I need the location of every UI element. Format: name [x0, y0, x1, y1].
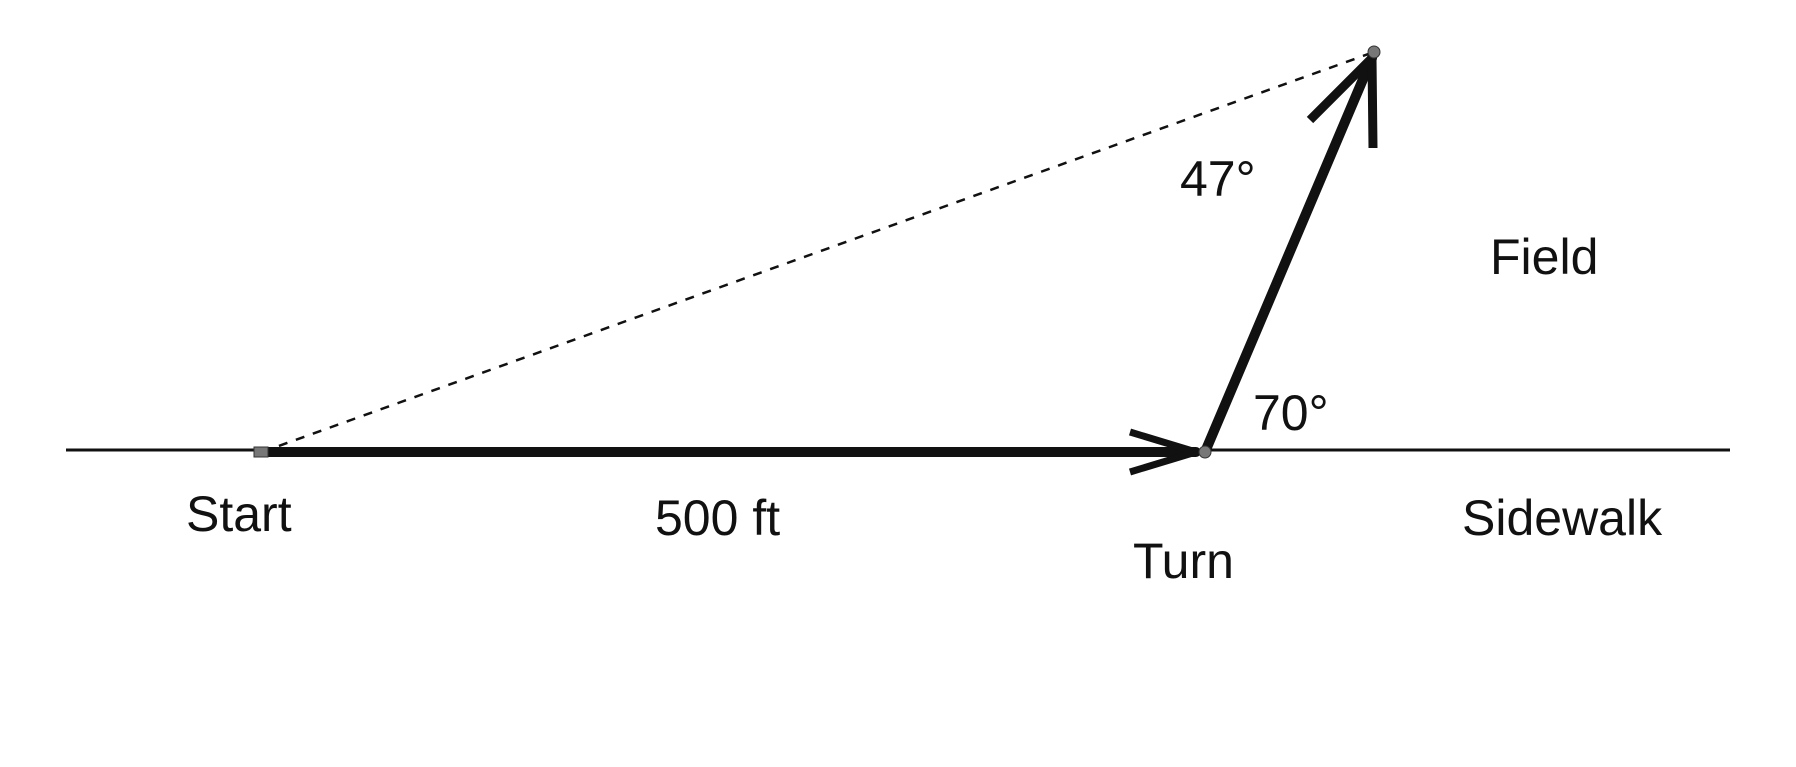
turn-angle-label: 70°: [1253, 385, 1329, 441]
field-label: Field: [1490, 229, 1598, 285]
field-path-arrow: [1200, 53, 1377, 457]
start-label: Start: [186, 486, 292, 542]
sidewalk-arrowhead: [1128, 428, 1209, 476]
turn-point: [1198, 445, 1212, 459]
direct-path-dashed-line: [261, 50, 1375, 454]
distance-label: 500 ft: [655, 490, 780, 546]
sidewalk-label: Sidewalk: [1462, 490, 1663, 546]
turn-label: Turn: [1133, 533, 1234, 589]
end-angle-label: 47°: [1180, 151, 1256, 207]
start-point: [253, 446, 269, 458]
end-point: [1367, 45, 1381, 59]
